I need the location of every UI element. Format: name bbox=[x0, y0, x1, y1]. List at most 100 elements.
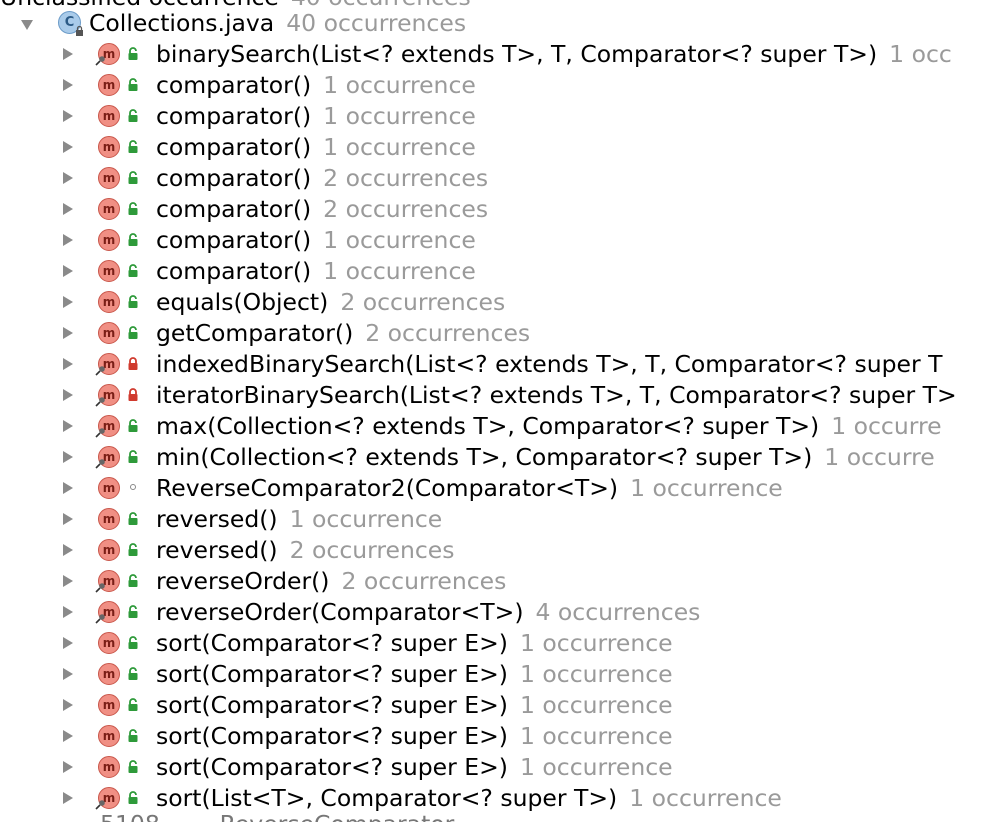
occurrence-count: 2 occurrences bbox=[323, 164, 489, 192]
method-icon: m bbox=[98, 539, 120, 561]
expand-arrow-icon[interactable] bbox=[63, 761, 73, 773]
occurrence-count: 1 occurrence bbox=[323, 257, 476, 285]
method-icon: m bbox=[98, 198, 120, 220]
method-icon: m bbox=[98, 756, 120, 778]
expand-arrow-icon[interactable] bbox=[63, 420, 73, 432]
expand-arrow-icon[interactable] bbox=[63, 265, 73, 277]
occurrence-count: 1 occurre bbox=[824, 443, 935, 471]
expand-arrow-icon[interactable] bbox=[63, 637, 73, 649]
method-signature: sort(Comparator<? super E>) bbox=[156, 722, 508, 750]
override-pin-icon bbox=[95, 428, 105, 438]
file-name: Collections.java bbox=[89, 9, 275, 37]
unlocked-icon bbox=[128, 78, 138, 91]
occurrence-count: 1 occurrence bbox=[323, 71, 476, 99]
occurrence-count: 1 occurrence bbox=[519, 660, 673, 688]
unlocked-icon bbox=[128, 109, 138, 122]
method-signature: binarySearch(List<? extends T>, T, Compa… bbox=[156, 40, 878, 68]
expand-arrow-icon[interactable] bbox=[63, 110, 73, 122]
override-pin-icon bbox=[95, 583, 105, 593]
occurrence-count: 2 occurrences bbox=[289, 536, 455, 564]
occurrence-count: 1 occ bbox=[889, 40, 952, 68]
method-signature: max(Collection<? extends T>, Comparator<… bbox=[156, 412, 820, 440]
method-signature: indexedBinarySearch(List<? extends T>, T… bbox=[156, 350, 943, 378]
method-icon: m bbox=[95, 384, 120, 407]
occurrence-count: 2 occurrences bbox=[341, 567, 507, 595]
method-signature: reversed() bbox=[156, 536, 278, 564]
method-icon: m bbox=[98, 694, 120, 716]
override-pin-icon bbox=[95, 366, 105, 376]
method-icon: m bbox=[98, 508, 120, 530]
expand-arrow-icon[interactable] bbox=[63, 203, 73, 215]
unlocked-icon bbox=[128, 543, 138, 556]
expand-arrow-icon[interactable] bbox=[63, 575, 73, 587]
expand-arrow-icon[interactable] bbox=[63, 792, 73, 804]
expand-arrow-icon[interactable] bbox=[63, 327, 73, 339]
method-signature: iteratorBinarySearch(List<? extends T>, … bbox=[156, 381, 957, 409]
override-pin-icon bbox=[95, 397, 105, 407]
expand-arrow-icon[interactable] bbox=[63, 358, 73, 370]
method-signature: comparator() bbox=[156, 133, 312, 161]
expand-arrow-icon[interactable] bbox=[63, 296, 73, 308]
method-icon: m bbox=[98, 632, 120, 654]
method-icon: m bbox=[95, 353, 120, 376]
override-pin-icon bbox=[95, 614, 105, 624]
method-signature: comparator() bbox=[156, 257, 312, 285]
occurrence-count: 2 occurrences bbox=[365, 319, 531, 347]
unlocked-icon bbox=[128, 419, 138, 432]
expand-arrow-icon[interactable] bbox=[63, 141, 73, 153]
expand-arrow-icon[interactable] bbox=[63, 482, 73, 494]
method-icon: m bbox=[98, 477, 120, 499]
expand-arrow-icon[interactable] bbox=[63, 172, 73, 184]
unlocked-icon bbox=[128, 605, 138, 618]
occurrence-count: 1 occurre bbox=[831, 412, 942, 440]
occurrence-count: 40 occurrences bbox=[291, 0, 471, 11]
method-icon: m bbox=[95, 43, 120, 66]
method-signature: equals(Object) bbox=[156, 288, 329, 316]
expand-arrow-icon[interactable] bbox=[63, 451, 73, 463]
collapse-arrow-icon[interactable] bbox=[21, 20, 33, 30]
expand-arrow-icon[interactable] bbox=[63, 699, 73, 711]
override-pin-icon bbox=[95, 800, 105, 810]
expand-arrow-icon[interactable] bbox=[63, 234, 73, 246]
unlocked-icon bbox=[128, 667, 138, 680]
unlocked-icon bbox=[128, 47, 138, 60]
class-icon: C bbox=[58, 11, 83, 36]
method-signature: comparator() bbox=[156, 71, 312, 99]
method-signature: ReverseComparator2(Comparator<T>) bbox=[156, 474, 619, 502]
unlocked-icon bbox=[128, 636, 138, 649]
occurrence-count: 1 occurrence bbox=[519, 629, 673, 657]
override-pin-icon bbox=[95, 56, 105, 66]
expand-arrow-icon[interactable] bbox=[63, 48, 73, 60]
expand-arrow-icon[interactable] bbox=[63, 606, 73, 618]
expand-arrow-icon[interactable] bbox=[63, 730, 73, 742]
expand-arrow-icon[interactable] bbox=[63, 389, 73, 401]
occurrence-count: 1 occurrence bbox=[519, 753, 673, 781]
unlocked-icon bbox=[128, 295, 138, 308]
method-icon: m bbox=[98, 167, 120, 189]
unlocked-icon bbox=[128, 171, 138, 184]
method-signature: sort(Comparator<? super E>) bbox=[156, 629, 508, 657]
method-signature: reversed() bbox=[156, 505, 278, 533]
method-icon: m bbox=[98, 291, 120, 313]
unlocked-icon bbox=[128, 574, 138, 587]
expand-arrow-icon[interactable] bbox=[63, 544, 73, 556]
occurrence-count: 1 occurrence bbox=[323, 226, 476, 254]
occurrence-count: 1 occurrence bbox=[630, 474, 783, 502]
occurrence-count: 2 occurrences bbox=[323, 195, 489, 223]
method-signature: sort(List<T>, Comparator<? super T>) bbox=[156, 784, 618, 812]
method-signature: sort(Comparator<? super E>) bbox=[156, 691, 508, 719]
unlocked-icon bbox=[128, 326, 138, 339]
occurrence-count: 1 occurrence bbox=[323, 133, 476, 161]
unlocked-icon bbox=[128, 512, 138, 525]
method-signature: min(Collection<? extends T>, Comparator<… bbox=[156, 443, 813, 471]
package-dot-icon bbox=[130, 484, 136, 490]
occurrence-count: 1 occurrence bbox=[289, 505, 443, 533]
method-icon: m bbox=[95, 415, 120, 438]
expand-arrow-icon[interactable] bbox=[63, 513, 73, 525]
expand-arrow-icon[interactable] bbox=[63, 668, 73, 680]
expand-arrow-icon[interactable] bbox=[63, 79, 73, 91]
unlocked-icon bbox=[128, 202, 138, 215]
method-signature: getComparator() bbox=[156, 319, 354, 347]
method-signature: comparator() bbox=[156, 164, 312, 192]
